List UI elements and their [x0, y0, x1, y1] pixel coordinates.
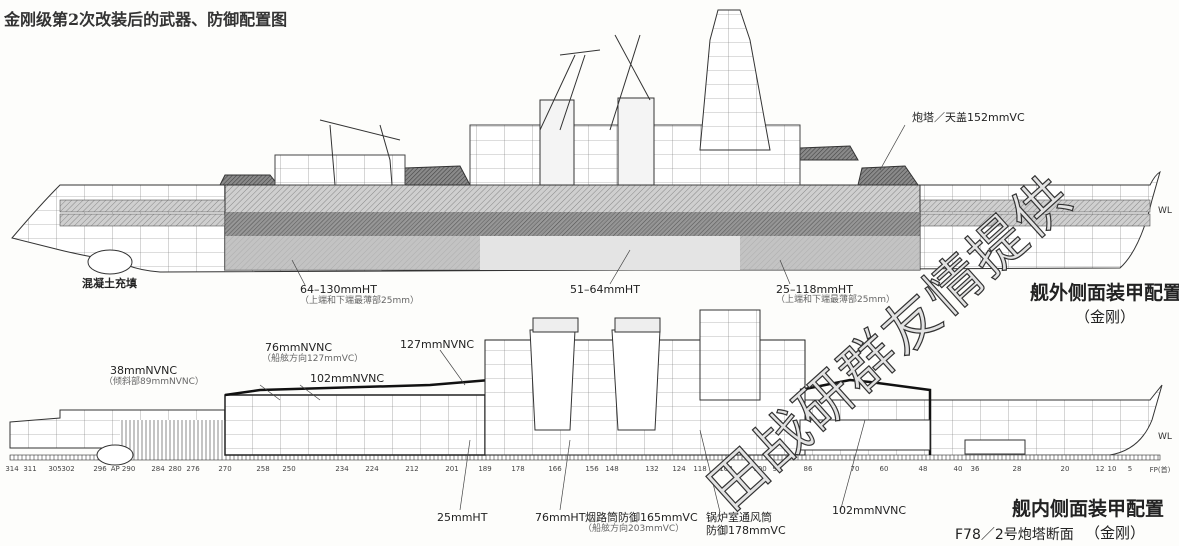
frame-number: AP 290: [110, 465, 136, 473]
frame-number: 280: [168, 465, 182, 473]
label-belt-fwd: 25–118mmHT: [776, 283, 853, 296]
outboard-ship-name: （金刚）: [1075, 308, 1136, 326]
inboard-profile: [9, 309, 1163, 466]
frame-number: 302: [61, 465, 75, 473]
inboard-heading: 舰内侧面装甲配置: [1012, 498, 1165, 520]
label-funnel-note: （船舷方向203mmVC）: [583, 524, 685, 534]
frame-number: 94: [772, 465, 782, 473]
outboard-profile: [11, 9, 1161, 275]
frame-number: 28: [1012, 465, 1022, 473]
label-boiler-1: 锅炉室通风筒: [706, 511, 772, 524]
frame-number: 48: [918, 465, 928, 473]
frame-number: 10: [1107, 465, 1117, 473]
leader-lines: [259, 124, 906, 513]
diagram-title: 金刚级第2次改装后的武器、防御配置图: [4, 10, 288, 29]
label-boiler-2: 防御178mmVC: [706, 524, 786, 537]
frame-number: 156: [585, 465, 599, 473]
label-concrete-fill: 混凝土充填: [82, 277, 137, 290]
frame-number: 148: [605, 465, 619, 473]
frame-number: 166: [548, 465, 562, 473]
label-102mm: 102mmNVNC: [310, 372, 385, 385]
label-25mmht: 25mmHT: [437, 511, 488, 524]
label-38mm-note: （倾斜部89mmNVNC）: [104, 377, 204, 387]
frame-number: 108: [719, 465, 733, 473]
frame-number: 86: [803, 465, 813, 473]
frame-number: 212: [405, 465, 419, 473]
frame-number: 296: [93, 465, 107, 473]
section-label: F78／2号炮塔断面: [955, 527, 1074, 543]
label-belt-fwd-note: （上端和下端最薄部25mm）: [776, 295, 895, 305]
frame-number: 201: [445, 465, 459, 473]
frame-number: 70: [850, 465, 860, 473]
label-102mm-b: 102mmNVNC: [832, 504, 907, 517]
label-waterline-upper: WL: [1158, 206, 1172, 216]
label-38mm: 38mmNVNC: [110, 364, 178, 377]
frame-number: 36: [970, 465, 980, 473]
frame-number: 276: [186, 465, 200, 473]
frame-number: 258: [256, 465, 270, 473]
label-127mm: 127mmNVNC: [400, 338, 475, 351]
frame-number: 284: [151, 465, 165, 473]
label-funnel: 烟路筒防御165mmVC: [585, 511, 698, 524]
label-belt-aft-note: （上端和下端最薄部25mm）: [300, 296, 419, 306]
frame-number: 118: [693, 465, 707, 473]
frame-number: 305: [48, 465, 62, 473]
frame-number: 311: [23, 465, 37, 473]
frame-number: 124: [672, 465, 686, 473]
frame-number: 100: [753, 465, 767, 473]
label-76mm-note: （船舷方向127mmVC）: [262, 354, 364, 364]
frame-number: 40: [953, 465, 963, 473]
frame-number: 224: [365, 465, 379, 473]
label-76mm: 76mmNVNC: [265, 341, 333, 354]
frame-number: 60: [879, 465, 889, 473]
frame-number: 270: [218, 465, 232, 473]
frame-number: 20: [1060, 465, 1070, 473]
frame-number: 178: [511, 465, 525, 473]
frame-number: 189: [478, 465, 492, 473]
label-turret: 炮塔／天盖152mmVC: [912, 111, 1025, 124]
frame-number: 234: [335, 465, 349, 473]
label-76mmht: 76mmHT: [535, 511, 586, 524]
label-belt-aft: 64–130mmHT: [300, 283, 377, 296]
frame-number: 314: [5, 465, 19, 473]
label-belt-mid: 51–64mmHT: [570, 283, 640, 296]
frame-number: 132: [645, 465, 659, 473]
frame-number: 12: [1095, 465, 1105, 473]
frame-number: FP(首): [1149, 466, 1171, 474]
outboard-heading: 舰外侧面装甲配置: [1030, 282, 1179, 304]
frame-number: 5: [1127, 465, 1133, 473]
label-waterline-lower: WL: [1158, 432, 1172, 442]
inboard-ship-name: （金刚）: [1085, 524, 1146, 542]
frame-number: 250: [282, 465, 296, 473]
